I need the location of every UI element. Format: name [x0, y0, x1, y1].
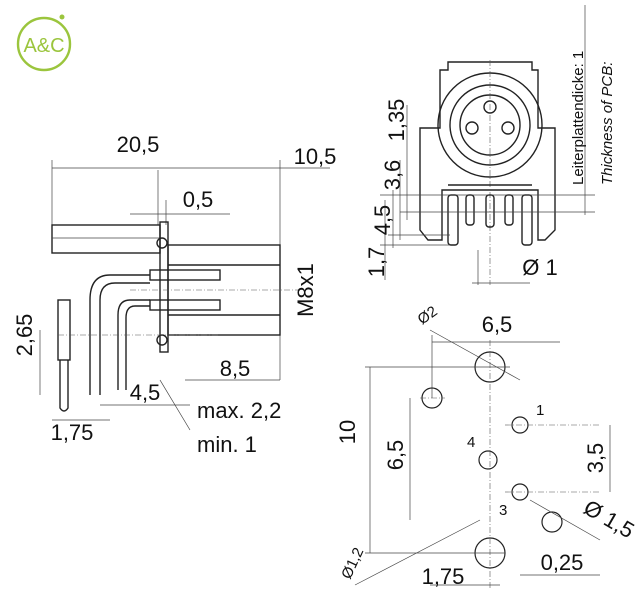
dim-body: 8,5 — [220, 356, 251, 381]
dim-thread: M8x1 — [293, 263, 318, 317]
dim-inner-height: 6,5 — [383, 440, 408, 471]
dim-pin-pitch: 1,75 — [51, 420, 94, 445]
pin-3-label: 3 — [499, 502, 507, 519]
dim-hole-big: Ø2 — [415, 303, 441, 328]
dim-height-pcb: 10 — [335, 420, 360, 444]
pcb-layout: Ø2 6,5 10 6,5 1 4 3 3,5 Ø 1,5 Ø1,2 1,75 … — [335, 303, 639, 590]
dim-hole-mid: Ø 1,5 — [580, 495, 639, 544]
dim-max: max. 2,2 — [197, 398, 281, 423]
logo: A&C — [16, 14, 72, 72]
front-view: 1,35 3,6 4,5 1,7 Ø 1 Leiterplattendicke:… — [364, 5, 616, 285]
side-view: 20,5 10,5 0,5 M8x1 2,65 8,5 4,5 max. 2,2… — [12, 132, 336, 457]
dim-offset: 1,75 — [422, 564, 465, 589]
dim-min: min. 1 — [197, 432, 257, 457]
dim-d: 1,7 — [364, 247, 389, 278]
pcb-thickness-label-en: Thickness of PCB: — [599, 62, 616, 185]
dim-a: 1,35 — [384, 99, 409, 142]
pin-1-label: 1 — [536, 402, 544, 419]
dim-pin-diameter: Ø 1 — [522, 255, 557, 280]
dim-total-length: 20,5 — [117, 132, 160, 157]
dim-hole-small: Ø1,2 — [338, 545, 367, 582]
pcb-thickness-label-de: Leiterplattendicke: 1 — [570, 51, 587, 185]
dim-front-length: 10,5 — [294, 144, 337, 169]
dim-pin-offset: 4,5 — [130, 380, 161, 405]
dim-pin-spacing: 3,5 — [583, 443, 608, 474]
pin-4-label: 4 — [467, 434, 475, 451]
dim-c: 4,5 — [370, 205, 395, 236]
dim-b: 3,6 — [380, 160, 405, 191]
logo-text: A&C — [23, 35, 64, 57]
dim-flange: 0,5 — [183, 187, 214, 212]
dim-width: 6,5 — [482, 312, 513, 337]
dim-small-offset: 0,25 — [541, 550, 584, 575]
dim-height: 2,65 — [12, 314, 37, 357]
